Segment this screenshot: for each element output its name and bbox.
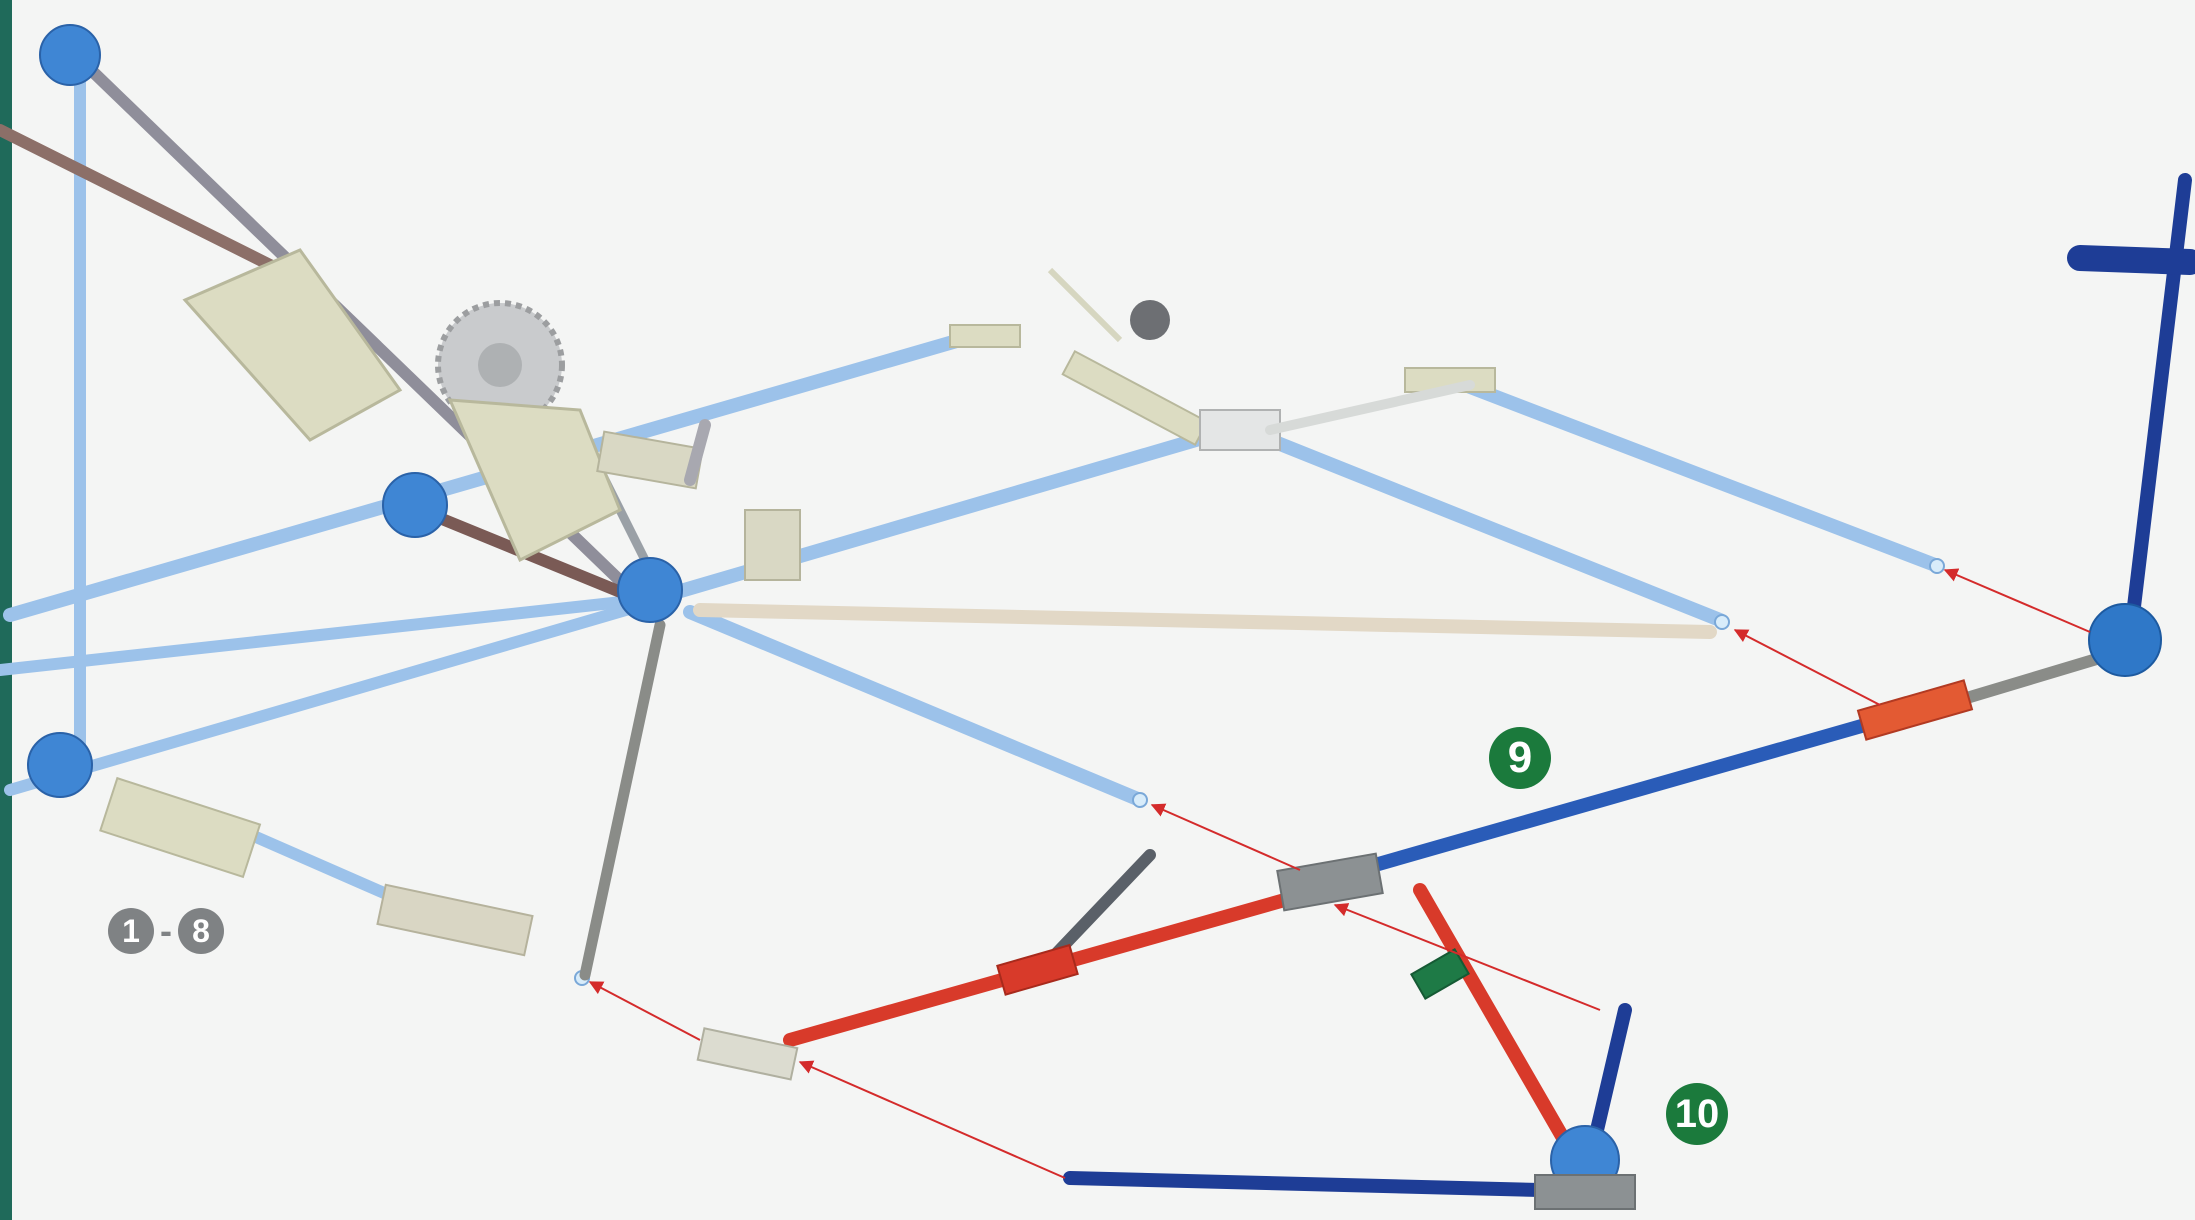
rod-end-caps <box>574 558 1945 986</box>
grey-connector <box>1534 1174 1636 1210</box>
gear-assembly <box>182 248 801 581</box>
rod-beige <box>693 603 1717 639</box>
step-range-separator: - <box>160 910 172 951</box>
rod-light-blue <box>0 594 646 676</box>
blue-hub <box>2088 603 2162 677</box>
step-range-end: 8 <box>178 908 224 954</box>
rod-grey <box>1954 649 2116 706</box>
arrow <box>1150 803 1301 871</box>
rod-light-blue <box>683 605 1147 807</box>
blue-hub <box>617 557 683 623</box>
rod-dark-blue <box>1063 1171 1547 1197</box>
upper-right-brackets <box>949 267 1496 451</box>
frame-light-blue-rods <box>0 54 1942 906</box>
beige-bracket <box>1061 349 1209 447</box>
arrow <box>588 981 701 1041</box>
rod-light-blue <box>1458 378 1942 572</box>
step-range-label: 1 - 8 <box>108 906 224 956</box>
red-connector <box>996 943 1079 996</box>
arrow <box>798 1060 1066 1179</box>
rod-dark-blue-top <box>2067 245 2195 275</box>
beige-long-connector <box>376 883 534 957</box>
step-range-start: 1 <box>108 908 154 954</box>
rod-light-blue <box>4 594 666 796</box>
grey-connector <box>1276 852 1384 912</box>
blue-hub-connectors <box>27 24 683 798</box>
step-10-badge: 10 <box>1666 1083 1728 1145</box>
blue-hub <box>39 24 101 86</box>
arrow <box>1943 568 2091 633</box>
rod-light-blue <box>643 423 1237 607</box>
rod-dark-grey <box>1044 849 1156 966</box>
step-9-badge: 9 <box>1489 727 1551 789</box>
rod-mid-blue <box>1333 708 1907 882</box>
beige-plate-connector <box>182 248 403 442</box>
rod-light-blue <box>1263 433 1727 627</box>
arrow <box>1733 629 1881 706</box>
blue-hub <box>27 732 93 798</box>
assembly-arrows <box>588 568 2091 1179</box>
rod-grey-vertical <box>579 619 666 981</box>
beige-connector <box>99 776 262 879</box>
rod-red <box>1413 883 1577 1157</box>
step-10-connectors <box>1409 948 1636 1210</box>
red-connector <box>1856 679 1974 741</box>
green-clip <box>1409 948 1471 1000</box>
beige-plate-connector <box>447 398 622 563</box>
beige-bracket <box>744 509 801 581</box>
beige-bracket <box>949 324 1021 348</box>
arrow <box>1333 903 1601 1011</box>
rod-light-blue <box>234 824 406 906</box>
step-9-connectors <box>696 603 2162 1081</box>
blue-hub <box>382 472 448 538</box>
beige-plate <box>696 1027 799 1081</box>
